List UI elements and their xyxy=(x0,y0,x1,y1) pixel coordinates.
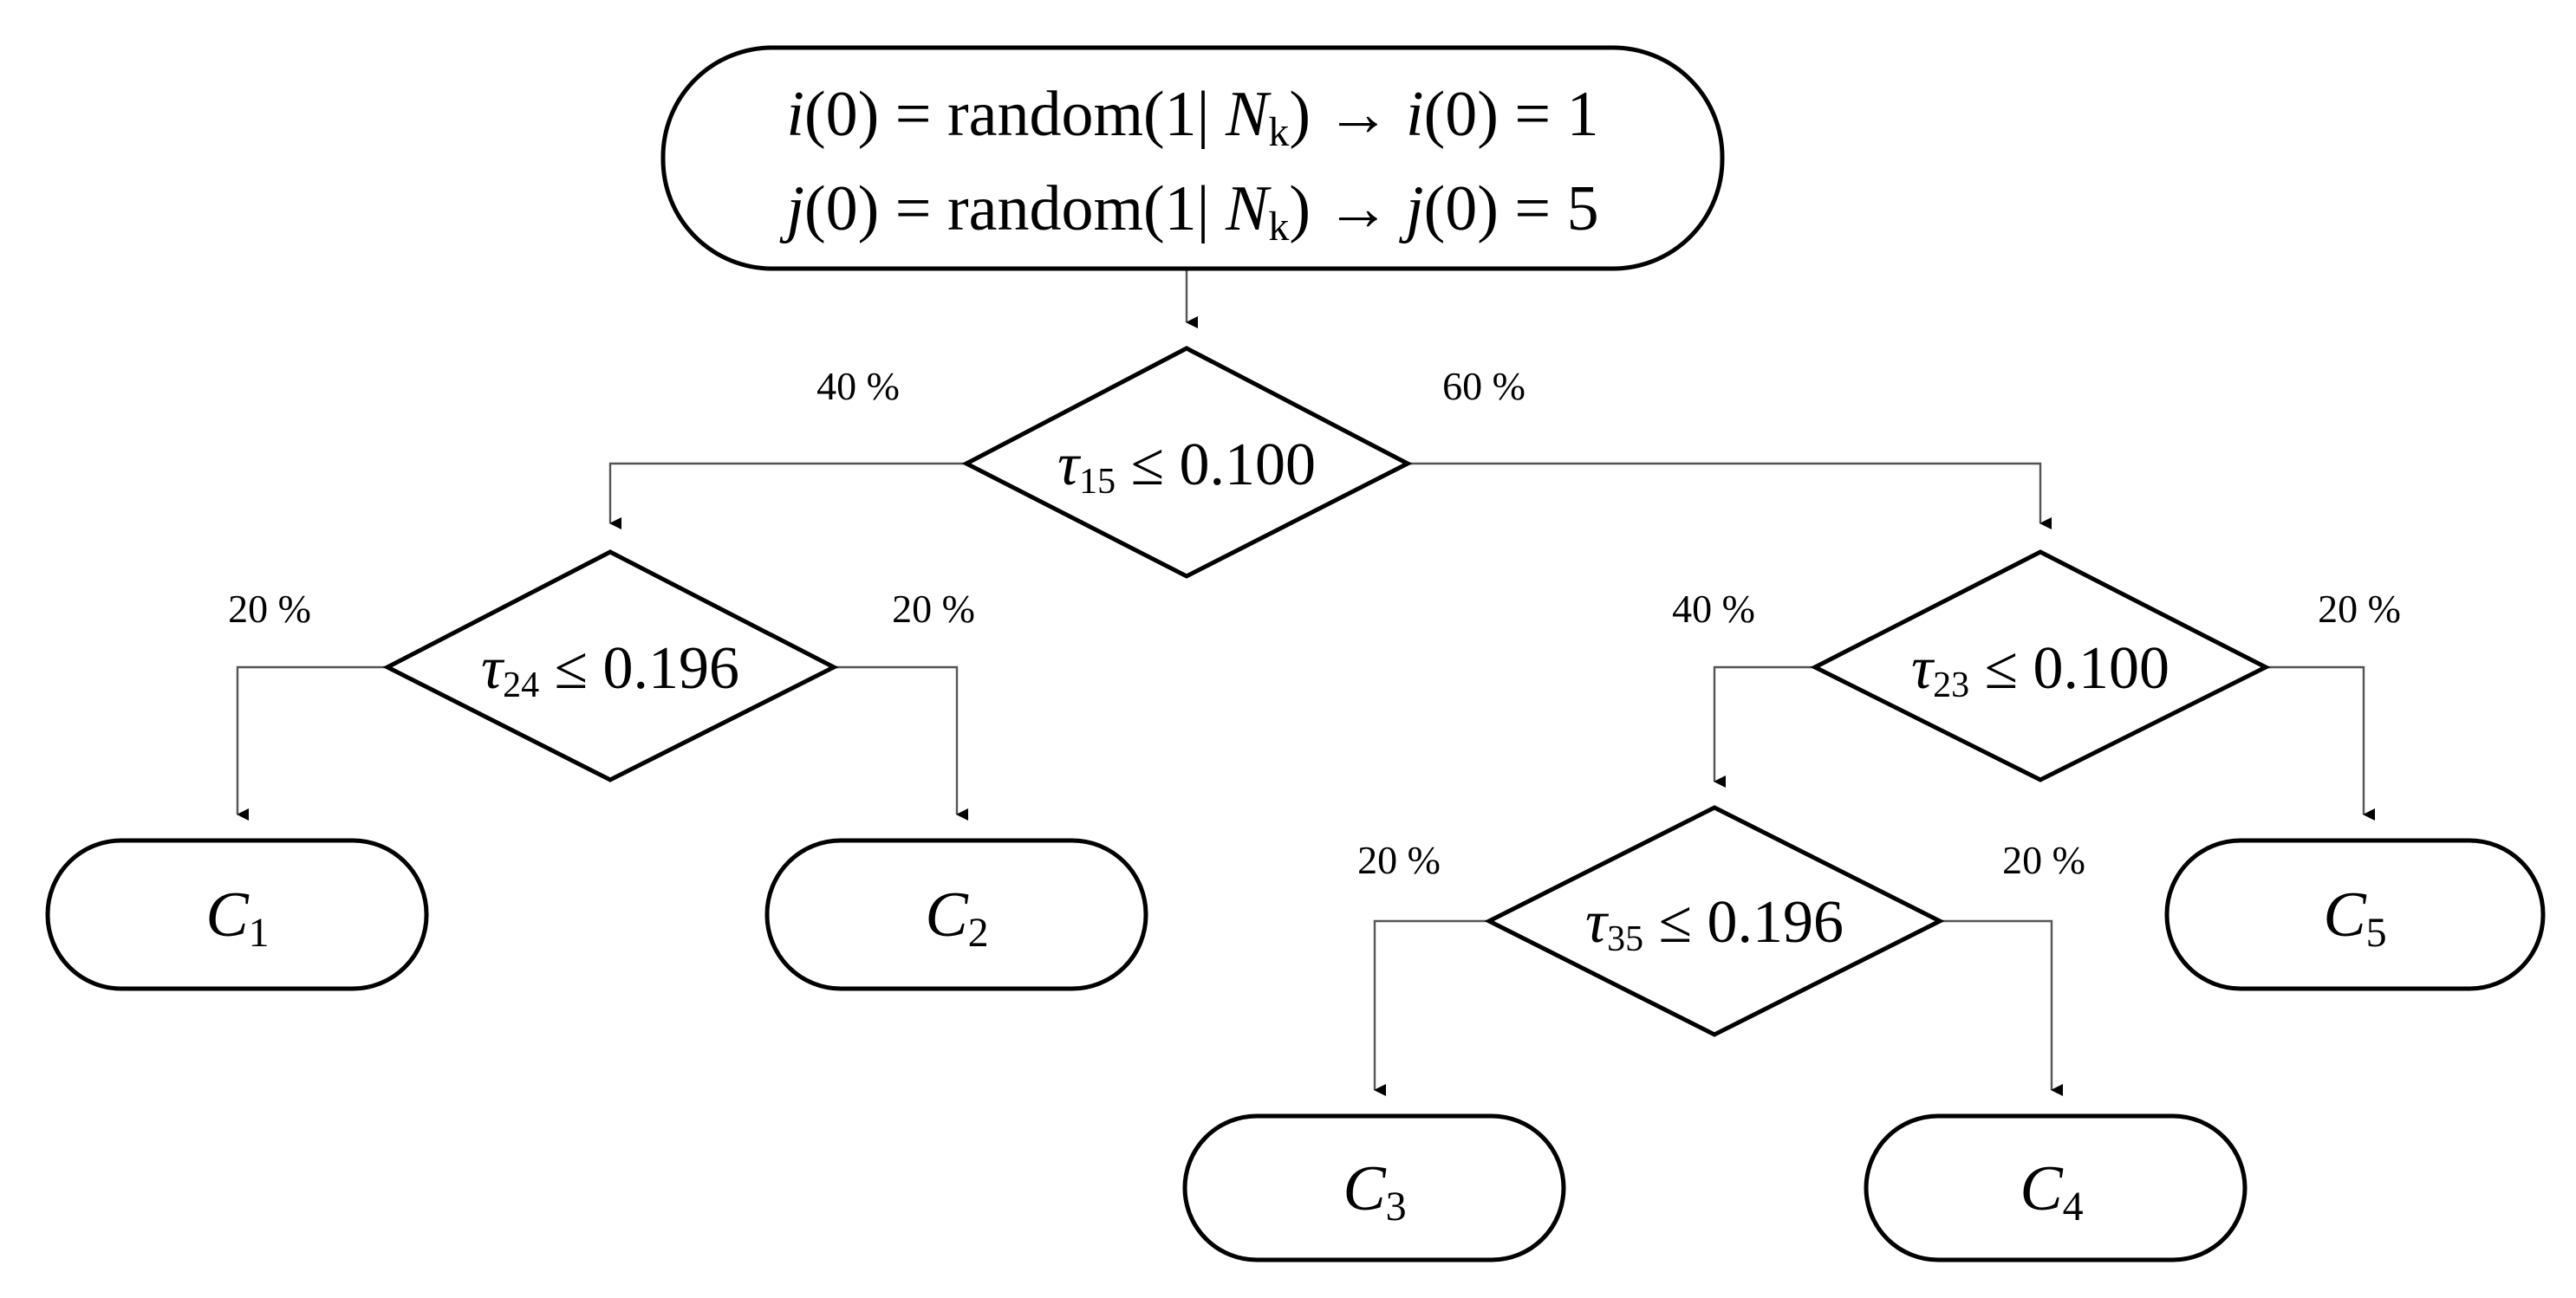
root-line-2: j(0) = random(1| Nk)→j(0) = 5 xyxy=(779,173,1598,250)
decision-diamond xyxy=(1484,805,1945,1037)
close-paren: ) xyxy=(1289,173,1311,244)
branch-percent-right: 20 % xyxy=(2002,838,2085,882)
leaf-label: C1 xyxy=(205,879,269,956)
edge-d35-to-c4 xyxy=(1940,919,2063,1096)
root-line-1: i(0) = random(1| Nk)→i(0) = 1 xyxy=(786,79,1598,155)
n-symbol: N xyxy=(1225,79,1272,150)
edge-d24-to-c2 xyxy=(834,665,968,821)
result-value-1: (0) = 1 xyxy=(1424,79,1599,150)
edge-d15-to-d24 xyxy=(608,462,966,529)
edges xyxy=(236,269,2375,1096)
decision-label: τ35 ≤ 0.196 xyxy=(1585,889,1844,959)
random-call: (0) = random(1| xyxy=(804,79,1226,150)
leaf-c5: C5 xyxy=(2164,838,2546,991)
terminal-shape xyxy=(1182,1113,1566,1262)
edge-d35-to-c3 xyxy=(1373,919,1489,1096)
k-subscript: k xyxy=(1268,109,1289,155)
decision-tau23: τ23 ≤ 0.100 40 % 20 % xyxy=(1672,549,2401,782)
result-var-i: i xyxy=(1406,79,1424,150)
decision-diamond xyxy=(1810,549,2271,782)
edge-d23-to-d35 xyxy=(1713,665,1815,788)
decision-tau24: τ24 ≤ 0.196 20 % 20 % xyxy=(228,549,975,782)
result-value-5: (0) = 5 xyxy=(1424,173,1599,244)
terminal-shape xyxy=(1864,1113,2247,1262)
decision-label: τ24 ≤ 0.196 xyxy=(481,635,739,705)
leaf-c3: C3 xyxy=(1182,1113,1566,1262)
decision-diamond xyxy=(382,549,839,782)
leaf-c4: C4 xyxy=(1864,1113,2247,1262)
random-call: (0) = random(1| xyxy=(804,173,1226,244)
close-paren: ) xyxy=(1289,79,1311,150)
decision-diamond xyxy=(961,346,1413,579)
k-subscript: k xyxy=(1268,204,1289,250)
root-terminal-shape xyxy=(660,45,1725,271)
branch-percent-left: 40 % xyxy=(1672,587,1755,631)
decision-tau35: τ35 ≤ 0.196 20 % 20 % xyxy=(1357,805,2085,1037)
var-i: i xyxy=(786,79,804,150)
decision-label: τ23 ≤ 0.100 xyxy=(1911,635,2169,705)
branch-percent-left: 20 % xyxy=(228,587,311,631)
leaf-label: C4 xyxy=(2020,1153,2083,1230)
leaf-c1: C1 xyxy=(45,838,429,991)
leaf-label: C2 xyxy=(925,879,988,956)
leaf-c2: C2 xyxy=(764,838,1148,991)
arrow-symbol: → xyxy=(1326,79,1390,150)
terminal-shape xyxy=(45,838,429,991)
leaf-label: C5 xyxy=(2323,879,2386,956)
root-node: i(0) = random(1| Nk)→i(0) = 1 j(0) = ran… xyxy=(660,45,1725,271)
branch-percent-right: 60 % xyxy=(1442,364,1525,408)
branch-percent-left: 40 % xyxy=(816,364,900,408)
arrow-symbol: → xyxy=(1326,173,1390,244)
leaf-label: C3 xyxy=(1343,1153,1406,1230)
branch-percent-right: 20 % xyxy=(892,587,975,631)
decision-tau15: τ15 ≤ 0.100 40 % 60 % xyxy=(816,346,1525,579)
terminal-shape xyxy=(2164,838,2546,991)
edge-d23-to-c5 xyxy=(2266,665,2375,821)
branch-percent-right: 20 % xyxy=(2318,587,2401,631)
n-symbol: N xyxy=(1225,173,1272,244)
terminal-shape xyxy=(764,838,1148,991)
edge-d15-to-d23 xyxy=(1408,462,2052,529)
edge-d24-to-c1 xyxy=(236,665,387,821)
decision-label: τ15 ≤ 0.100 xyxy=(1057,432,1316,502)
branch-percent-left: 20 % xyxy=(1357,838,1441,882)
